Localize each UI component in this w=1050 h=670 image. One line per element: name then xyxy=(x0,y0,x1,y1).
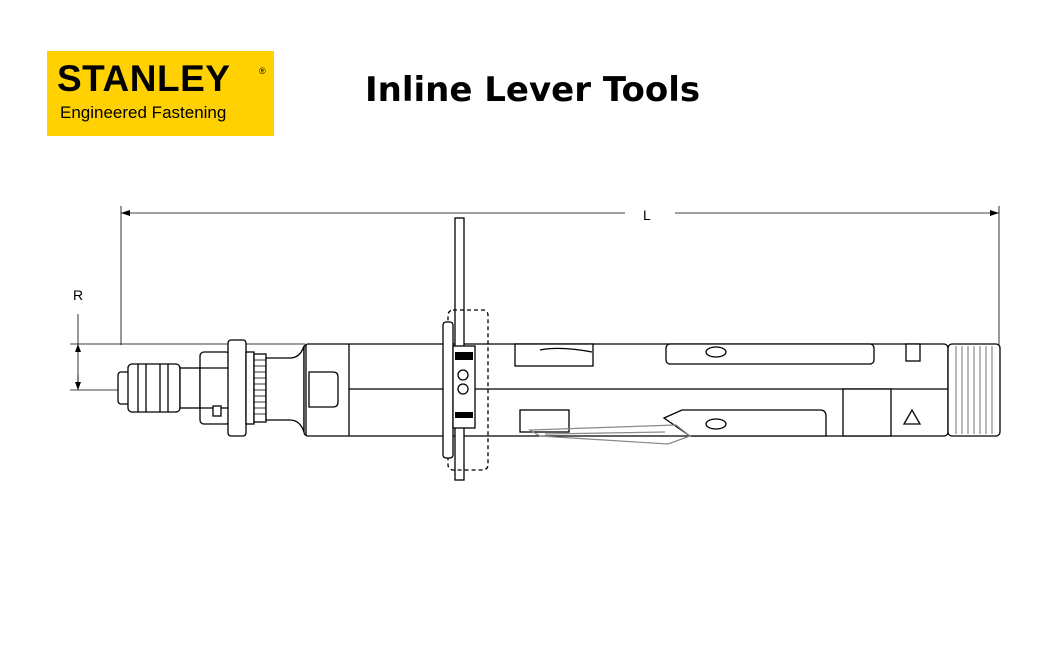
logo-tagline: Engineered Fastening xyxy=(60,103,227,122)
tool-threaded-connector xyxy=(947,343,1001,437)
logo-registered-mark: ® xyxy=(259,66,266,76)
logo-brand-text: STANLEY xyxy=(57,58,231,99)
page-title: Inline Lever Tools xyxy=(365,70,701,110)
stanley-logo: STANLEY ® Engineered Fastening xyxy=(47,51,274,136)
radius-dimension: R xyxy=(70,287,305,391)
tool-lever xyxy=(442,217,489,481)
length-label: L xyxy=(643,207,651,223)
length-dimension: L xyxy=(120,206,1000,345)
radius-label: R xyxy=(73,287,83,303)
tool-output-end xyxy=(117,339,305,437)
tool-main-body xyxy=(303,343,949,445)
